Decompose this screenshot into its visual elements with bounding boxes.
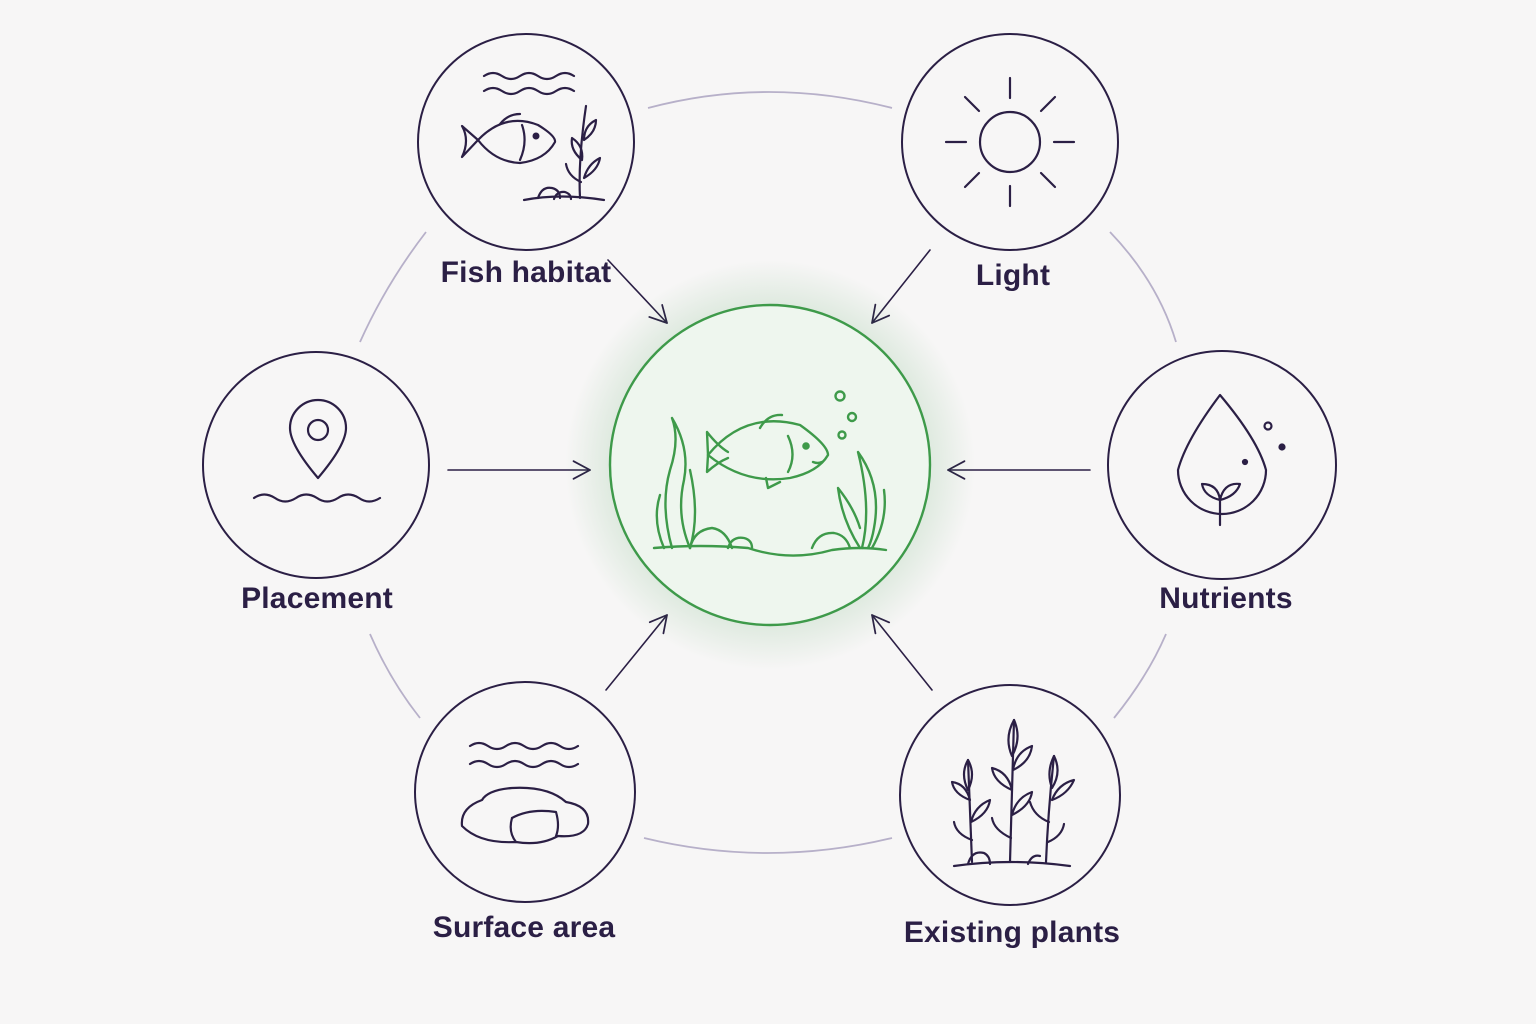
node-fish-habitat <box>417 33 635 251</box>
node-circle <box>414 681 636 903</box>
node-circle <box>1107 350 1337 580</box>
aquarium-icon <box>652 390 888 557</box>
water-drop-sprout-icon <box>1176 393 1286 527</box>
node-nutrients <box>1107 350 1337 580</box>
label-light: Light <box>975 259 1051 292</box>
label-surface-area: Surface area <box>432 911 616 944</box>
node-placement <box>202 351 430 579</box>
ring-arc-lower-right <box>1113 633 1167 719</box>
node-circle <box>901 33 1119 251</box>
label-existing-plants: Existing plants <box>903 916 1121 949</box>
node-circle <box>417 33 635 251</box>
node-existing-plants <box>899 684 1121 906</box>
node-surface-area <box>414 681 636 903</box>
location-pin-water-icon <box>252 398 382 503</box>
sun-icon <box>944 76 1076 208</box>
outer-ring <box>359 91 1177 854</box>
node-circle <box>899 684 1121 906</box>
node-light <box>901 33 1119 251</box>
ring-arc-top <box>647 91 893 109</box>
center-circle <box>608 303 932 627</box>
label-nutrients: Nutrients <box>1159 582 1293 615</box>
center-node <box>565 260 975 670</box>
ring-arc-upper-left <box>359 231 427 343</box>
ring-arc-upper-right <box>1109 231 1177 343</box>
rock-icon <box>460 741 590 845</box>
node-circle <box>202 351 430 579</box>
plants-icon <box>950 718 1076 868</box>
label-placement: Placement <box>241 582 393 615</box>
fish-habitat-icon <box>460 71 606 202</box>
label-fish-habitat: Fish habitat <box>440 256 612 289</box>
ring-arc-lower-left <box>369 633 421 719</box>
ring-arc-bottom <box>643 837 893 854</box>
